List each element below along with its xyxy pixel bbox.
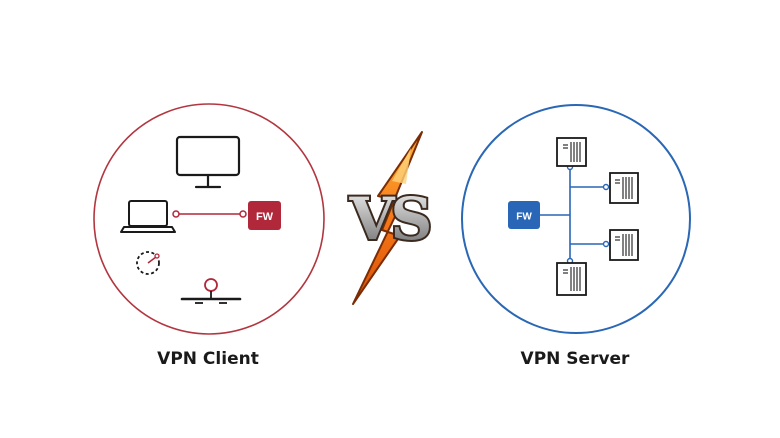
server-rack-icon	[609, 172, 639, 204]
server-rack-icon	[609, 229, 639, 261]
webcam-device-icon	[180, 278, 242, 304]
versus-emblem: VS	[347, 131, 436, 305]
server-firewall-label: FW	[516, 212, 532, 223]
speed-gauge-icon	[136, 251, 160, 275]
vpn-server-panel: FW	[461, 104, 691, 334]
server-firewall-badge: FW	[508, 201, 540, 229]
client-firewall-label: FW	[256, 211, 274, 223]
server-network-lines	[540, 162, 609, 266]
server-ring	[461, 104, 691, 334]
lightning-bolt-icon	[352, 131, 423, 305]
vpn-client-caption: VPN Client	[157, 349, 259, 369]
vpn-client-panel: FW	[93, 103, 325, 335]
laptop-icon	[120, 200, 176, 233]
desktop-monitor-icon	[175, 135, 241, 189]
vpn-server-caption: VPN Server	[520, 349, 630, 369]
client-ring	[93, 103, 325, 335]
client-firewall-badge: FW	[248, 201, 281, 230]
versus-text: VS	[349, 185, 430, 253]
